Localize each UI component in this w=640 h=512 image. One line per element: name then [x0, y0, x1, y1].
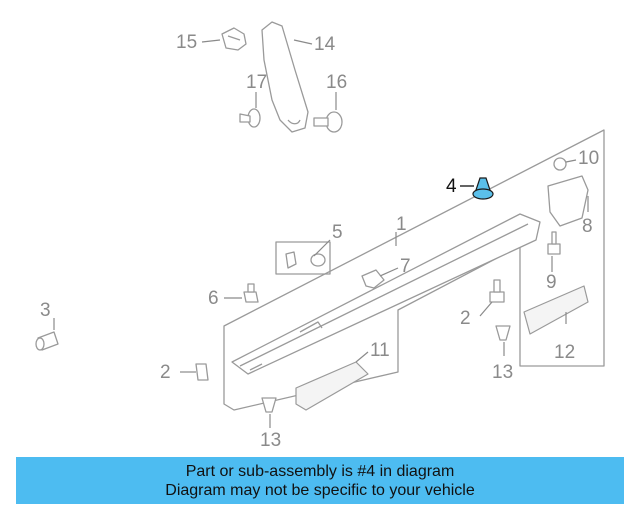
clip-part-13-lower: [261, 397, 277, 413]
rocker-panel-frame: [223, 129, 605, 411]
banner-line-disclaimer: Diagram may not be specific to your vehi…: [165, 481, 475, 499]
cover-part-12: [523, 285, 589, 335]
callout-5: 5: [332, 222, 343, 243]
parts-diagram: 15 14 17 16 10 4 8 1 5 7 9 6 3 2 12 11 1…: [35, 21, 605, 451]
pillar-trim-part-14: [261, 21, 309, 133]
callout-4: 4: [446, 176, 457, 197]
callout-1: 1: [396, 214, 407, 235]
callout-8: 8: [582, 216, 593, 237]
rocker-moulding-part-1: [231, 213, 541, 375]
screw-part-6: [243, 283, 259, 303]
callout-13-right: 13: [492, 362, 513, 383]
callout-3: 3: [40, 300, 51, 321]
cover-part-11: [295, 361, 369, 411]
callout-2-left: 2: [160, 362, 171, 383]
callout-13-lower: 13: [260, 430, 281, 451]
bolt-part-2-left: [195, 363, 209, 381]
info-banner: Part or sub-assembly is #4 in diagram Di…: [16, 457, 624, 504]
callout-17: 17: [246, 72, 267, 93]
clip-part-13-right: [495, 325, 511, 341]
bolt-part-9: [547, 231, 561, 255]
callout-16: 16: [326, 72, 347, 93]
clip-part-7: [361, 269, 385, 289]
push-pin-part-17: [239, 108, 261, 128]
callout-14: 14: [314, 34, 336, 55]
callout-15: 15: [176, 32, 197, 53]
callout-12: 12: [554, 342, 575, 363]
callout-9: 9: [546, 272, 557, 293]
bracket-part-8: [547, 175, 589, 227]
clip-part-15: [221, 27, 247, 51]
nut-part-10: [553, 157, 567, 171]
highlighted-part-4: [472, 177, 494, 200]
leader-lines: [53, 39, 589, 428]
callout-2-right: 2: [460, 308, 471, 329]
banner-line-part-number: Part or sub-assembly is #4 in diagram: [185, 462, 455, 480]
callout-7: 7: [400, 256, 411, 277]
clip-set-box-part-5: [275, 241, 331, 275]
push-pin-part-16: [313, 111, 343, 133]
callout-6: 6: [208, 288, 219, 309]
callout-10: 10: [578, 148, 599, 169]
cap-part-3: [35, 331, 59, 351]
callout-11: 11: [370, 340, 390, 361]
bolt-part-2-right: [489, 279, 505, 303]
